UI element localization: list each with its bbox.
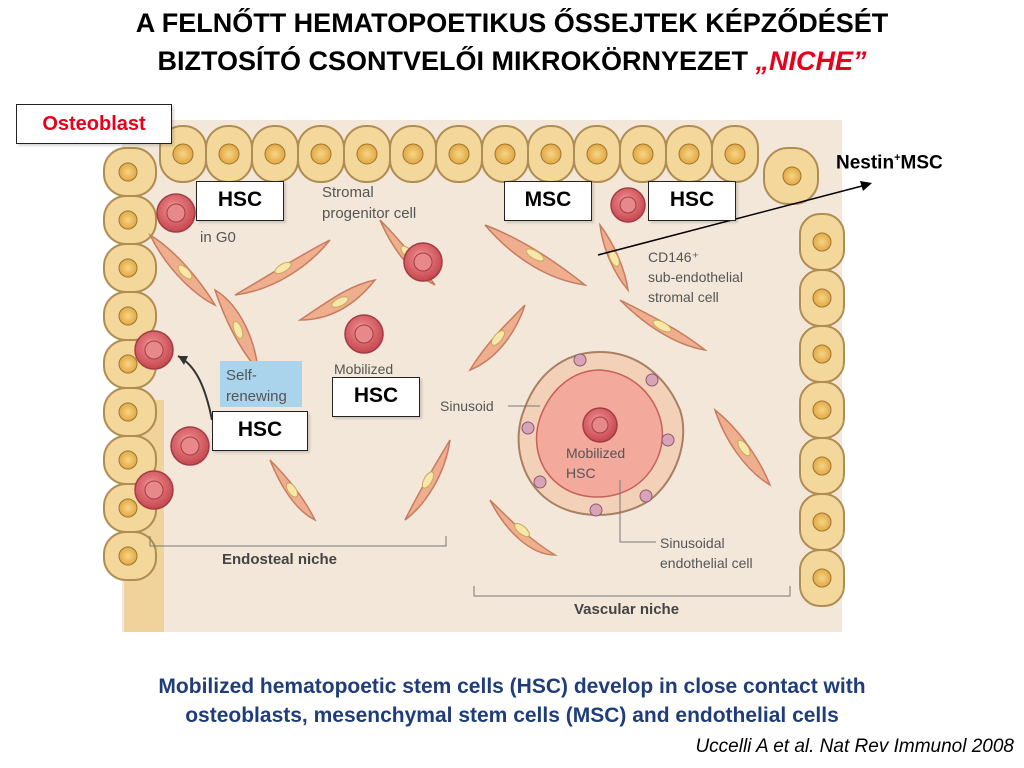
- stromal-label-2: progenitor cell: [322, 205, 416, 222]
- nestin-prefix: Nestin: [836, 152, 895, 174]
- stromal-nuclei: [177, 245, 751, 538]
- sinusoidal-label-2: endothelial cell: [660, 555, 753, 571]
- osteoblast-left-nuclei: [118, 162, 138, 566]
- vascular-bracket: [473, 586, 791, 597]
- sinusoidal-label-1: Sinusoidal: [660, 535, 725, 551]
- osteoblast-left-column: [103, 147, 157, 581]
- mobilized-partial-label: Mobilized: [334, 361, 393, 377]
- self-renewing-box: [220, 361, 302, 407]
- osteoblast-top-nuclei: [172, 143, 746, 165]
- sinusoidal-pointer: [619, 480, 656, 543]
- title-line-2-prefix: BIZTOSÍTÓ CSONTVELŐI MIKROKÖRNYEZET: [157, 46, 756, 76]
- hsc-nuclei: [144, 196, 637, 500]
- nestin-arrowhead: [860, 181, 872, 191]
- hsc-label-top-right: HSC: [648, 181, 736, 221]
- nestin-msc-label: Nestin+MSC: [836, 152, 943, 174]
- slide-title: A FELNŐTT HEMATOPOETIKUS ŐSSEJTEK KÉPZŐD…: [0, 4, 1024, 80]
- hsc-label-self-renewing: HSC: [212, 411, 308, 451]
- hsc-label-g0: HSC: [196, 181, 284, 221]
- self-renewing-label-1: Self-: [226, 367, 257, 384]
- endosteal-niche-label: Endosteal niche: [222, 551, 337, 568]
- title-line-2: BIZTOSÍTÓ CSONTVELŐI MIKROKÖRNYEZET „NIC…: [0, 42, 1024, 80]
- stromal-label-1: Stromal: [322, 184, 374, 201]
- in-g0-label: in G0: [200, 229, 236, 246]
- nestin-sup: +: [894, 152, 901, 164]
- self-renew-arrowhead: [178, 356, 188, 365]
- citation: Uccelli A et al. Nat Rev Immunol 2008: [695, 736, 1014, 757]
- mobilized-hsc-label-1: Mobilized: [566, 445, 625, 461]
- title-niche-accent: „NICHE”: [755, 46, 867, 76]
- vascular-niche-label: Vascular niche: [574, 601, 679, 618]
- caption-line-2: osteoblasts, mesenchymal stem cells (MSC…: [185, 704, 839, 727]
- cd146-label-2: sub-endothelial: [648, 269, 743, 285]
- nestin-suffix: MSC: [900, 152, 943, 174]
- cd146-label-3: stromal cell: [648, 289, 719, 305]
- endosteal-bracket: [149, 536, 447, 547]
- hsc-label-mobilized: HSC: [332, 377, 420, 417]
- msc-label: MSC: [504, 181, 592, 221]
- caption: Mobilized hematopoetic stem cells (HSC) …: [0, 672, 1024, 730]
- sinusoid-label: Sinusoid: [440, 398, 494, 414]
- osteoblast-right-nuclei: [782, 166, 832, 588]
- cd146-label-1: CD146⁺: [648, 249, 699, 265]
- title-line-1: A FELNŐTT HEMATOPOETIKUS ŐSSEJTEK KÉPZŐD…: [135, 8, 889, 38]
- self-renewing-label-2: renewing: [226, 388, 287, 405]
- caption-line-1: Mobilized hematopoetic stem cells (HSC) …: [158, 675, 866, 698]
- mobilized-hsc-label-2: HSC: [566, 465, 596, 481]
- osteoblast-label: Osteoblast: [16, 104, 172, 144]
